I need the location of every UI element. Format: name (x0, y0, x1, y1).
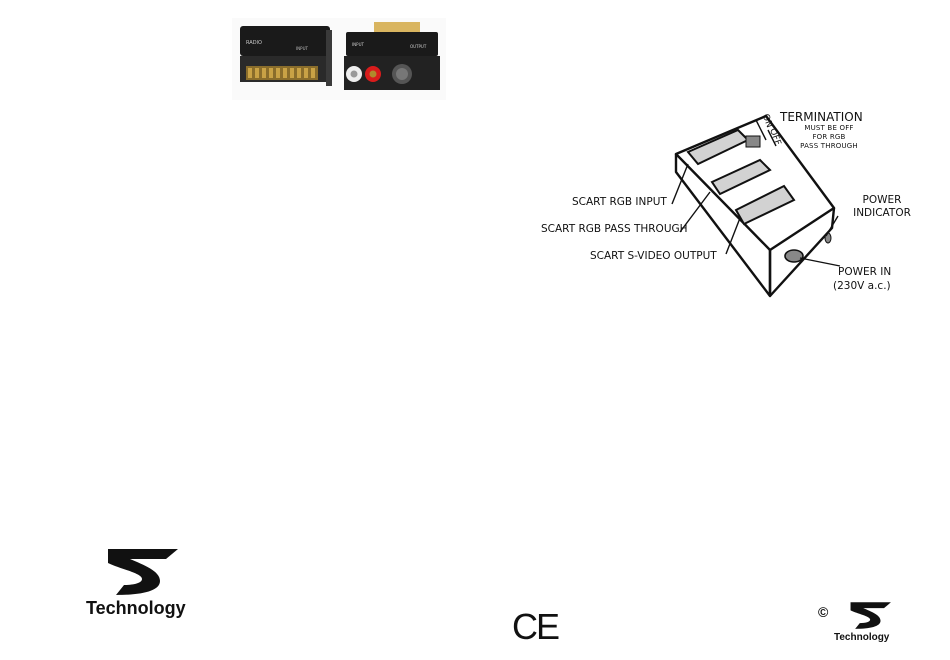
termination-title: TERMINATION (780, 110, 863, 124)
technology-logo-large: Technology (80, 545, 200, 625)
termination-note-1: MUST BE OFF (790, 124, 868, 132)
copyright-symbol: © (818, 604, 828, 620)
s-logo-icon (80, 545, 200, 597)
scart-rgb-input-label: SCART RGB INPUT (572, 196, 667, 208)
logo-word-small: Technology (834, 632, 889, 643)
termination-note-2: FOR RGB (790, 133, 868, 141)
adapter-right-label: INPUT (352, 42, 365, 47)
ce-mark: CE (512, 606, 558, 648)
scart-svideo-output-label: SCART S-VIDEO OUTPUT (590, 250, 717, 262)
scart-adapter-illustration: RADIO INPUT INPUT OUTPUT (232, 18, 446, 100)
power-in-label-line1: POWER IN (838, 266, 891, 278)
technology-logo-small: Technology (832, 600, 902, 648)
adapter-right-label-2: OUTPUT (410, 44, 427, 49)
adapter-left-label: RADIO (246, 40, 262, 46)
scart-rgb-pass-through-label: SCART RGB PASS THROUGH (541, 223, 688, 235)
termination-note-3: PASS THROUGH (790, 142, 868, 150)
power-indicator-label-line1: POWER (842, 194, 922, 206)
scart-adapter-photo: RADIO INPUT INPUT OUTPUT (232, 18, 446, 100)
logo-word-large: Technology (86, 598, 186, 619)
power-indicator-label-line2: INDICATOR (842, 207, 922, 219)
adapter-left-label-2: INPUT (296, 46, 309, 51)
s-logo-small-icon (834, 600, 904, 630)
power-in-label-line2: (230V a.c.) (833, 280, 891, 292)
